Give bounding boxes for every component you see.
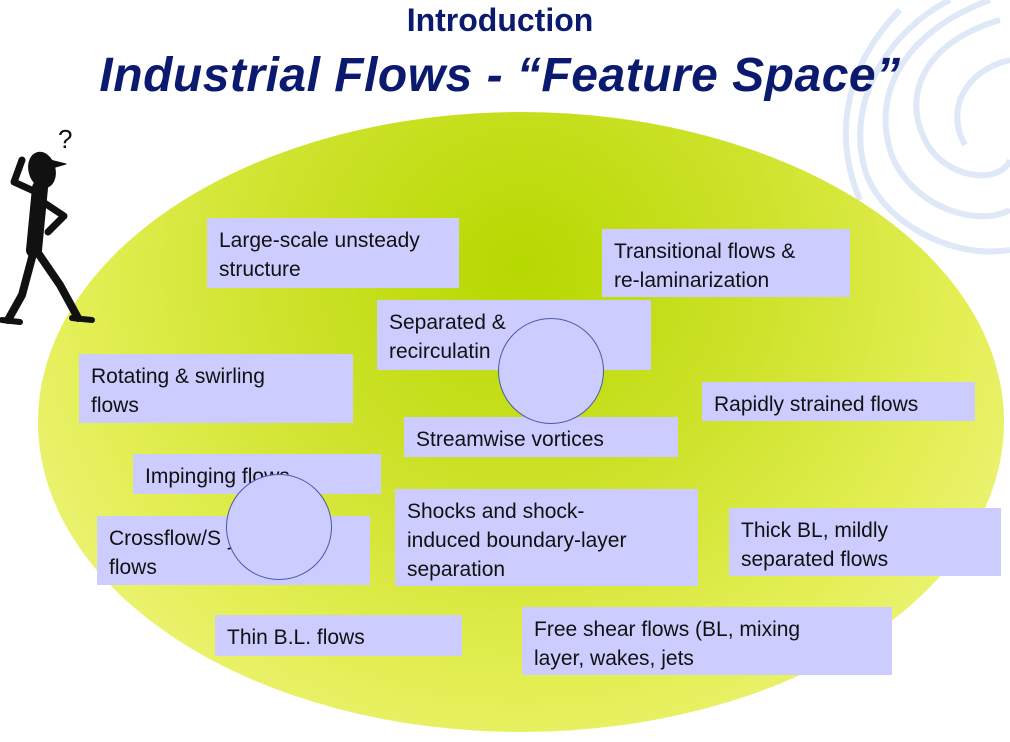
overlay-circle-lower	[226, 474, 332, 580]
label-rotating-swirling: Rotating & swirling flows	[79, 354, 353, 423]
label-streamwise-vortices: Streamwise vortices	[404, 417, 678, 457]
svg-text:?: ?	[58, 124, 72, 154]
label-rapidly-strained: Rapidly strained flows	[702, 382, 975, 421]
background-swirl-decoration	[842, 0, 1010, 255]
section-title: Introduction	[406, 2, 594, 38]
label-thick-bl: Thick BL, mildly separated flows	[729, 508, 1001, 576]
label-transitional-flows: Transitional flows & re-laminarization	[602, 229, 850, 297]
thinking-person-icon: ?	[0, 124, 95, 325]
slide-title: Industrial Flows - “Feature Space”	[99, 49, 901, 102]
label-free-shear: Free shear flows (BL, mixing layer, wake…	[522, 607, 892, 675]
label-thin-bl: Thin B.L. flows	[215, 615, 462, 656]
label-large-scale-unsteady: Large-scale unsteady structure	[207, 218, 459, 288]
label-shocks: Shocks and shock- induced boundary-layer…	[395, 489, 698, 586]
overlay-circle-upper	[498, 318, 604, 424]
